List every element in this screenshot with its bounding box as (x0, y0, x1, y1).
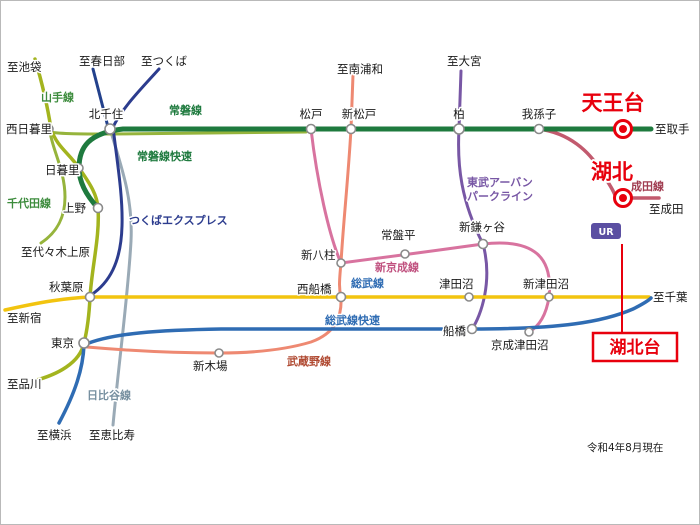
terminal-label-toride: 至取手 (655, 122, 690, 136)
station-marker-nippori (74, 163, 84, 173)
station-labels: 西日暮里 北千住 日暮里 上野 秋葉原 東京 松戸 新松戸 柏 我孫子 常盤平 … (5, 106, 571, 375)
station-label-funabashi: 船橋 (443, 324, 466, 338)
station-label-nishi-nippori: 西日暮里 (6, 122, 52, 136)
highlight-label-kohoku: 湖北 (591, 160, 633, 184)
line-label-narita: 成田線 (631, 179, 664, 193)
station-label-shin-yahashira: 新八柱 (301, 248, 336, 262)
line-joban-rapid (76, 126, 654, 211)
station-marker-tokyo (78, 337, 90, 349)
terminal-label-minami-urawa: 至南浦和 (337, 62, 383, 76)
station-label-shin-tsudanuma: 新津田沼 (523, 277, 569, 291)
station-marker-nishi-nippori (44, 124, 54, 134)
line-label-sobu: 総武線 (351, 276, 384, 290)
highlight-marker-kohoku-inner (619, 194, 627, 202)
station-marker-kita-senju (104, 123, 116, 135)
station-marker-shin-matsudo (345, 123, 357, 135)
line-labels: 山手線 常磐線 常磐線快速 千代田線 つくばエクスプレス 東武アーバン パークラ… (6, 89, 666, 404)
kohokudai-callout-box (591, 331, 679, 363)
line-sobu-rapid (57, 296, 653, 425)
line-label-sobu-rapid: 総武線快速 (325, 313, 380, 327)
station-marker-tokiwadaira (400, 249, 410, 259)
station-marker-tsudanuma (464, 292, 474, 302)
line-tobu-skytree (91, 67, 110, 129)
station-label-tokyo: 東京 (51, 336, 74, 350)
station-label-shin-kiba: 新木場 (193, 359, 228, 373)
terminal-label-chiba: 至千葉 (653, 290, 688, 304)
ur-badge: UR (591, 223, 621, 239)
line-label-musashino: 武蔵野線 (287, 354, 331, 368)
station-markers (44, 123, 554, 358)
line-label-joban-rapid: 常磐線快速 (137, 149, 192, 163)
station-label-akihabara: 秋葉原 (49, 280, 84, 294)
kohokudai-callout-label: 湖北台 (610, 337, 661, 358)
line-musashino-keiyo (85, 73, 355, 355)
terminal-label-yoyogi-uehara: 至代々木上原 (21, 245, 90, 259)
terminal-label-ikebukuro: 至池袋 (7, 60, 42, 74)
terminal-label-shinagawa: 至品川 (7, 377, 42, 391)
highlight-marker-tennodai-inner (619, 125, 627, 133)
line-chiyoda (39, 130, 308, 245)
station-marker-kashiwa (453, 123, 465, 135)
station-label-tsudanuma: 津田沼 (439, 277, 474, 291)
line-hibiya (108, 127, 133, 427)
kohokudai-callout: 湖北台 (591, 244, 679, 363)
line-label-yamanote: 山手線 (41, 90, 74, 104)
line-label-tobu-urban-park-1: 東武アーバン (467, 175, 533, 189)
line-label-tobu-urban-park-2: パークライン (467, 190, 533, 203)
station-marker-shin-kamagaya (477, 238, 489, 250)
line-shin-keisei (309, 127, 552, 334)
station-label-matsudo: 松戸 (300, 107, 323, 121)
terminal-label-omiya: 至大宮 (447, 54, 482, 68)
station-label-abiko: 我孫子 (522, 107, 557, 121)
station-label-nishi-funabashi: 西船橋 (297, 282, 332, 296)
terminal-label-ebisu: 至恵比寿 (89, 428, 135, 442)
station-marker-shin-kiba (214, 348, 224, 358)
station-marker-abiko (533, 123, 545, 135)
map-date-note: 令和4年8月現在 (587, 441, 663, 454)
ur-badge-label: UR (598, 227, 614, 238)
station-marker-shin-tsudanuma (544, 292, 554, 302)
line-label-shin-keisei: 新京成線 (375, 260, 419, 274)
station-label-kita-senju: 北千住 (89, 107, 124, 121)
highlight-tennodai: 天王台 (580, 89, 647, 139)
station-label-kashiwa: 柏 (453, 107, 465, 121)
station-marker-keisei-tsudanuma (524, 327, 534, 337)
station-label-shin-matsudo: 新松戸 (342, 107, 377, 121)
line-label-hibiya: 日比谷線 (87, 388, 131, 402)
terminal-label-narita: 至成田 (649, 202, 684, 216)
terminal-label-kasukabe: 至春日部 (79, 54, 125, 68)
highlight-label-tennodai: 天王台 (582, 91, 645, 115)
highlight-kohoku: 湖北 (589, 158, 635, 208)
station-label-ueno: 上野 (63, 201, 86, 215)
station-label-nippori: 日暮里 (45, 163, 80, 177)
line-label-tsukuba-express: つくばエクスプレス (129, 213, 228, 227)
terminal-label-yokohama: 至横浜 (37, 428, 72, 442)
station-marker-funabashi (466, 323, 478, 335)
line-label-chiyoda: 千代田線 (7, 196, 51, 210)
station-label-tokiwadaira: 常盤平 (381, 228, 416, 242)
ur-badge-background (591, 223, 621, 239)
station-label-shin-kamagaya: 新鎌ヶ谷 (459, 220, 505, 234)
station-marker-shin-yahashira (336, 258, 346, 268)
terminal-label-tsukuba: 至つくば (141, 54, 187, 68)
terminal-label-shinjuku: 至新宿 (7, 311, 42, 325)
station-marker-akihabara (84, 291, 96, 303)
terminal-labels: 至池袋 至春日部 至つくば 至南浦和 至大宮 至取手 至成田 至千葉 至新宿 至… (6, 53, 692, 444)
line-label-joban: 常磐線 (169, 103, 202, 117)
station-label-keisei-tsudanuma: 京成津田沼 (491, 338, 549, 352)
station-marker-ueno (92, 202, 104, 214)
line-tsukuba-express (89, 67, 161, 297)
station-marker-nishi-funabashi (335, 291, 347, 303)
station-marker-matsudo (305, 123, 317, 135)
